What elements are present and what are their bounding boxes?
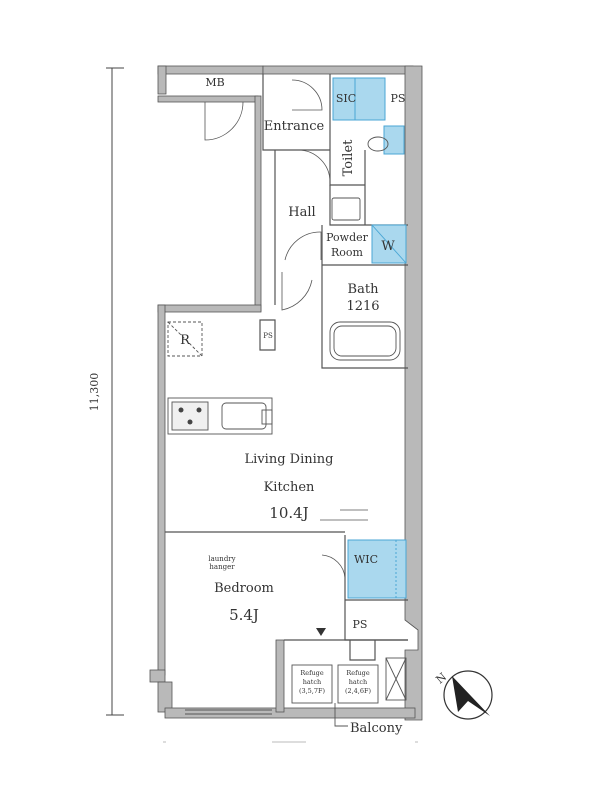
kitchen-sink [221,402,267,430]
storage-areas [332,77,407,599]
label-laundry-1: laundry [208,555,235,563]
label-bath: Bath [348,282,380,297]
label-washer: W [381,239,395,254]
label-ldk-size: 10.4J [269,504,308,522]
door-swings [204,79,368,579]
label-ps-bottom: PS [353,618,368,631]
interior-walls [165,74,408,661]
label-refrigerator: R [180,333,191,348]
label-powder-2: Room [331,246,364,259]
label-laundry-2: hanger [209,563,235,571]
stove-burners [178,407,202,425]
refuge-hatch-1 [291,664,333,704]
stove [171,401,209,431]
label-powder-1: Powder [326,231,369,244]
toilet-bowl [367,136,389,152]
refuge-hatch-2 [337,664,379,704]
powder-sink [331,197,361,221]
dimension-label: 11,300 [88,373,101,412]
label-bedroom-size: 5.4J [229,606,259,624]
label-ldk-1: Living Dining [245,452,334,467]
north-compass-icon: N [433,670,493,720]
label-hatch1-1: Refuge [300,669,323,677]
outdoor-unit [385,657,407,701]
entry-arrow [316,628,326,636]
outer-walls [149,65,423,721]
label-toilet: Toilet [341,139,356,176]
label-hatch2-2: hatch [349,678,368,686]
label-wic: WIC [354,553,378,566]
label-mb: MB [205,76,224,89]
label-hatch2-3: (2,4,6F) [345,687,372,695]
label-bath-size: 1216 [346,299,379,314]
label-ps-top: PS [391,92,406,105]
label-balcony: Balcony [350,721,403,736]
label-hatch1-2: hatch [303,678,322,686]
refrigerator-space [167,321,203,357]
fixtures [167,136,407,727]
label-hall: Hall [288,205,315,220]
bathtub [329,321,401,361]
label-sic: SIC [336,92,356,105]
label-bedroom: Bedroom [214,581,274,596]
label-ldk-2: Kitchen [264,480,315,495]
label-entrance: Entrance [264,119,325,134]
dimension-line [106,67,124,716]
label-hatch1-3: (3,5,7F) [299,687,326,695]
label-hatch2-1: Refuge [346,669,369,677]
label-ps-mid: PS [263,332,273,340]
